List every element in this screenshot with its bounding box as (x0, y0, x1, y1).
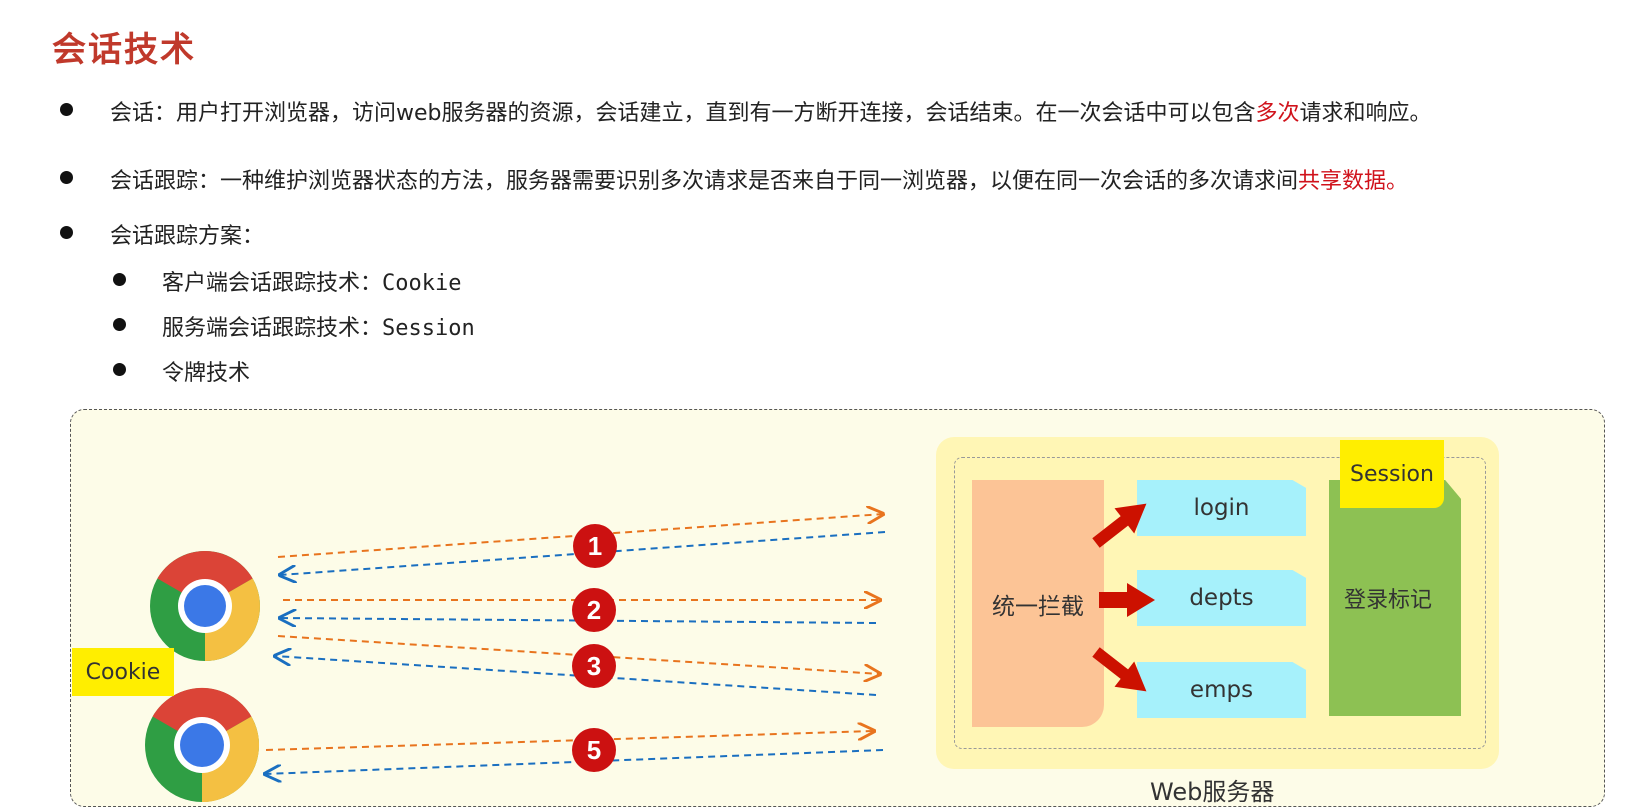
bullet-session-definition: 会话：用户打开浏览器，访问web服务器的资源，会话建立，直到有一方断开连接，会话… (110, 95, 1432, 127)
bullet-text: 会话：用户打开浏览器，访问web服务器的资源，会话建立，直到有一方断开连接，会话… (110, 101, 1256, 126)
sub-bullet-label: 服务端会话跟踪技术： (162, 316, 383, 341)
step-badge: 3 (572, 644, 616, 688)
step-badge: 1 (573, 524, 617, 568)
route-arrow-emps (1092, 647, 1147, 692)
route-arrow-depts (1099, 583, 1155, 617)
step-badge: 2 (572, 588, 616, 632)
step-badge: 5 (572, 728, 616, 772)
bullet-session-tracking: 会话跟踪：一种维护浏览器状态的方法，服务器需要识别多次请求是否来自于同一浏览器，… (110, 163, 1408, 195)
web-server-inner-border (954, 457, 1486, 749)
sub-bullet-tech: Cookie (382, 271, 462, 296)
bullet-text: 会话跟踪：一种维护浏览器状态的方法，服务器需要识别多次请求是否来自于同一浏览器，… (110, 169, 1299, 194)
sub-bullet-label: 客户端会话跟踪技术： (162, 271, 383, 296)
sub-bullet-label: 令牌技术 (162, 361, 251, 386)
request-arrow (265, 731, 874, 751)
svg-text:3: 3 (587, 651, 601, 681)
bullet-text: 会话跟踪方案： (110, 224, 265, 249)
session-tag: Session (1340, 440, 1444, 508)
bullet-highlight: 共享数据。 (1298, 169, 1409, 194)
bullet-text-end: 请求和响应。 (1299, 101, 1432, 126)
endpoint-emps: emps (1137, 662, 1306, 718)
browser-chrome-icon (145, 687, 260, 802)
web-server-label: Web服务器 (1150, 778, 1275, 806)
bullet-dot (60, 226, 73, 239)
unified-interceptor: 统一拦截 (972, 480, 1104, 727)
bullet-dot (60, 171, 73, 184)
svg-text:2: 2 (587, 595, 601, 625)
sub-bullet-token: 令牌技术 (162, 355, 250, 387)
bullet-tracking-schemes: 会话跟踪方案： (110, 218, 264, 250)
bullet-dot (60, 103, 73, 116)
bullet-highlight: 多次 (1255, 101, 1300, 126)
sub-bullet-session: 服务端会话跟踪技术：Session (162, 310, 475, 342)
sub-bullet-dot (113, 273, 126, 286)
svg-text:5: 5 (587, 735, 601, 765)
endpoint-login: login (1137, 480, 1306, 536)
sub-bullet-tech: Session (382, 316, 475, 341)
svg-text:1: 1 (588, 531, 602, 561)
endpoint-depts: depts (1137, 570, 1306, 626)
sub-bullet-dot (113, 318, 126, 331)
browser-chrome-icon (150, 551, 260, 661)
sub-bullet-dot (113, 363, 126, 376)
route-arrow-login (1092, 503, 1147, 548)
page-title: 会话技术 (52, 30, 196, 70)
sub-bullet-cookie: 客户端会话跟踪技术：Cookie (162, 265, 462, 297)
login-flag-store: 登录标记 (1329, 480, 1461, 716)
cookie-tag: Cookie (72, 648, 174, 696)
response-arrow (280, 618, 877, 623)
